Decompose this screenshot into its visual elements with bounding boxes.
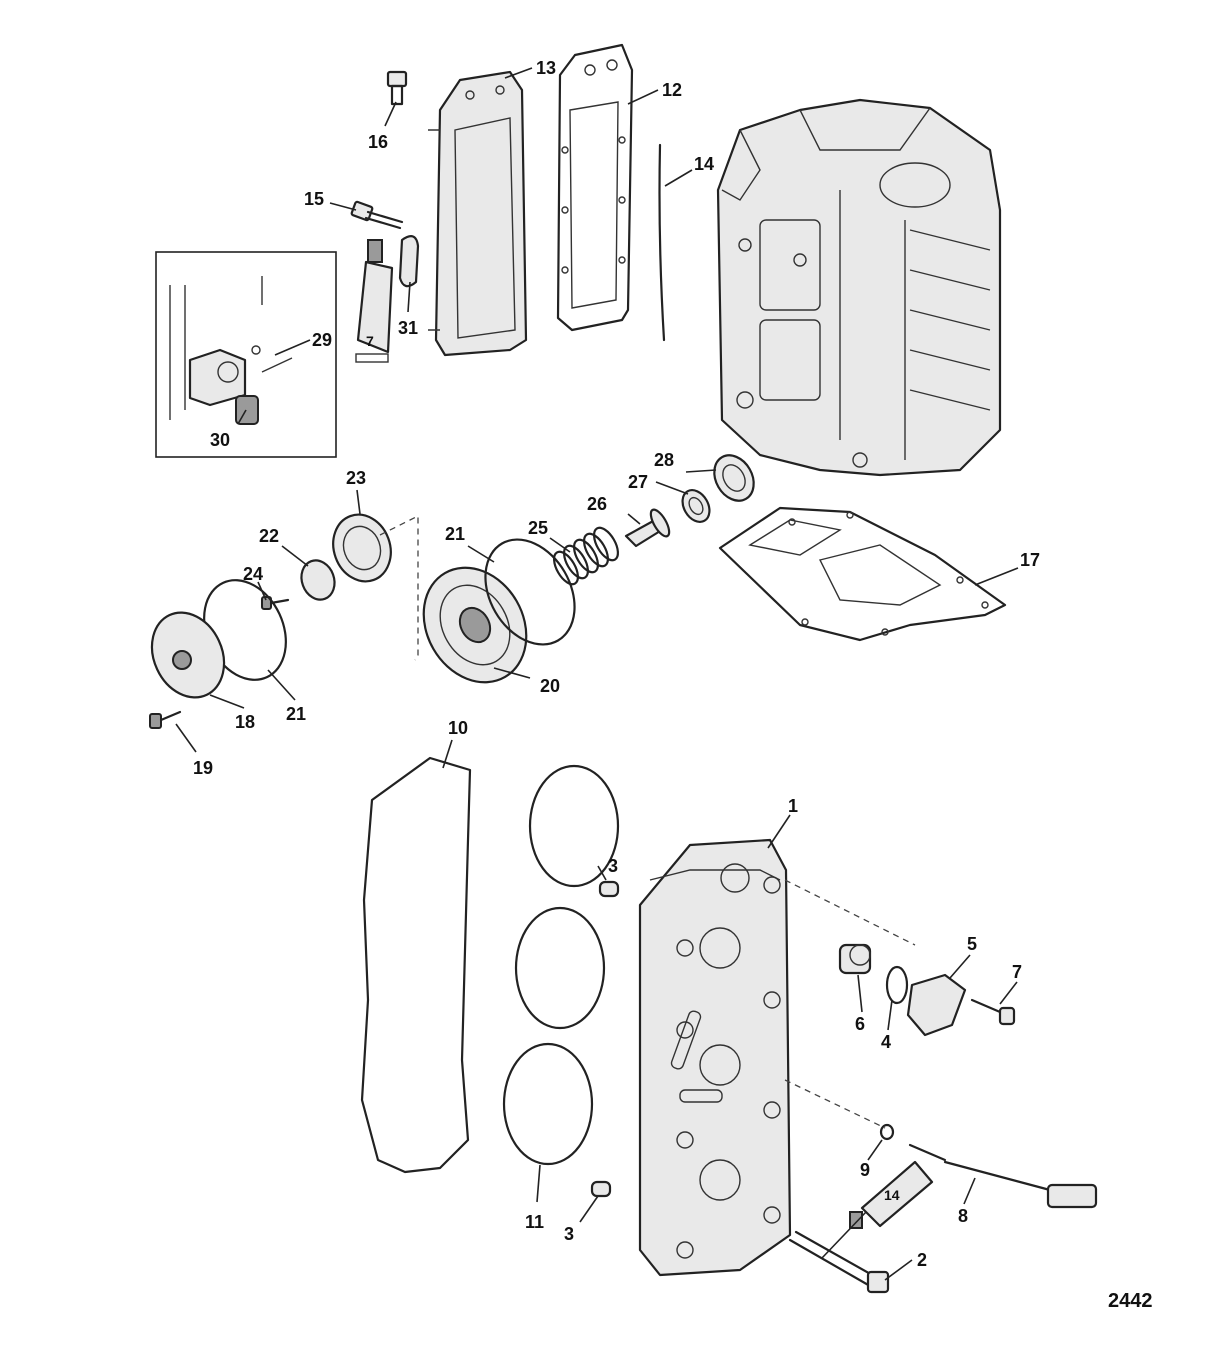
inset-detail-box: [155, 251, 337, 458]
callout-31: 31: [398, 318, 418, 338]
callout-20: 20: [540, 676, 560, 696]
callout-24: 24: [243, 564, 263, 584]
callout-3: 3: [564, 1224, 574, 1244]
seal-28: [713, 454, 755, 502]
callout-1: 1: [788, 796, 798, 816]
callout-13: 13: [536, 58, 556, 78]
diagram-number: 2442: [1108, 1290, 1153, 1312]
cover-18: [150, 611, 226, 699]
leader-lines: [175, 67, 1019, 1281]
callout-28: 28: [654, 450, 674, 470]
plate-22: [300, 559, 336, 601]
bolt-16: [386, 70, 408, 106]
spring-25: [552, 526, 620, 586]
callout-16: 16: [368, 132, 388, 152]
gasket-21-right: [484, 538, 576, 646]
sealant-tube-7: 7: [355, 239, 394, 363]
diaphragm-23: [332, 513, 392, 583]
washer-9: [879, 1123, 895, 1141]
housing-5: [906, 973, 967, 1037]
callout-19: 19: [193, 758, 213, 778]
callout-4: 4: [881, 1032, 891, 1052]
dowel-pin-3-bottom: [590, 1180, 612, 1198]
callout-26: 26: [587, 494, 607, 514]
o-ring-11-top: [528, 764, 620, 888]
alignment-lines-middle: [379, 514, 419, 661]
callout-2: 2: [917, 1250, 927, 1270]
gasket-17: [718, 506, 1007, 642]
callout-23: 23: [346, 468, 366, 488]
sensor-8: [908, 1143, 1098, 1209]
callout-21: 21: [445, 524, 465, 544]
bolt-7: [970, 998, 1016, 1026]
housing-20: [422, 566, 528, 684]
callout-14: 14: [694, 154, 714, 174]
callout-6: 6: [855, 1014, 865, 1034]
ring-27: [681, 489, 711, 523]
callout-8: 8: [958, 1206, 968, 1226]
washer-4: [885, 965, 909, 1005]
gasket-10: [360, 756, 472, 1174]
seal-strip-14: [658, 143, 666, 342]
thermostat-6: [838, 943, 872, 975]
callout-5: 5: [967, 934, 977, 954]
sealant-tube-14: 14: [849, 1160, 934, 1229]
callout-21: 21: [286, 704, 306, 724]
o-ring-11-bottom: [502, 1042, 594, 1166]
gasket-12: [556, 43, 634, 332]
callout-25: 25: [528, 518, 548, 538]
screw-19: [149, 710, 182, 729]
callout-27: 27: [628, 472, 648, 492]
callout-12: 12: [662, 80, 682, 100]
callout-9: 9: [860, 1160, 870, 1180]
cover-13: [428, 70, 528, 357]
callouts: 1 2 3 3 4 5 6 7 8 9 10 11 12 13 14 15 16…: [193, 58, 1040, 1270]
callout-3: 3: [608, 856, 618, 876]
bolt-15: [350, 200, 404, 230]
callout-18: 18: [235, 712, 255, 732]
tube-label-7: 7: [366, 333, 374, 349]
cylinder-head-1: [638, 838, 792, 1277]
o-ring-11-middle: [514, 906, 606, 1030]
dowel-pin-3-top: [598, 880, 620, 898]
callout-15: 15: [304, 189, 324, 209]
clip-31: [398, 235, 420, 288]
callout-7: 7: [1012, 962, 1022, 982]
alignment-lines-head: [784, 879, 916, 1129]
callout-30: 30: [210, 430, 230, 450]
tube-label-14: 14: [884, 1187, 900, 1203]
callout-10: 10: [448, 718, 468, 738]
callout-17: 17: [1020, 550, 1040, 570]
callout-11: 11: [525, 1212, 544, 1232]
screw-24: [261, 596, 290, 610]
cylinder-block: [716, 98, 1002, 477]
callout-29: 29: [312, 330, 332, 350]
valve-26: [624, 508, 671, 548]
bolt-2: [788, 1230, 890, 1294]
callout-22: 22: [259, 526, 279, 546]
